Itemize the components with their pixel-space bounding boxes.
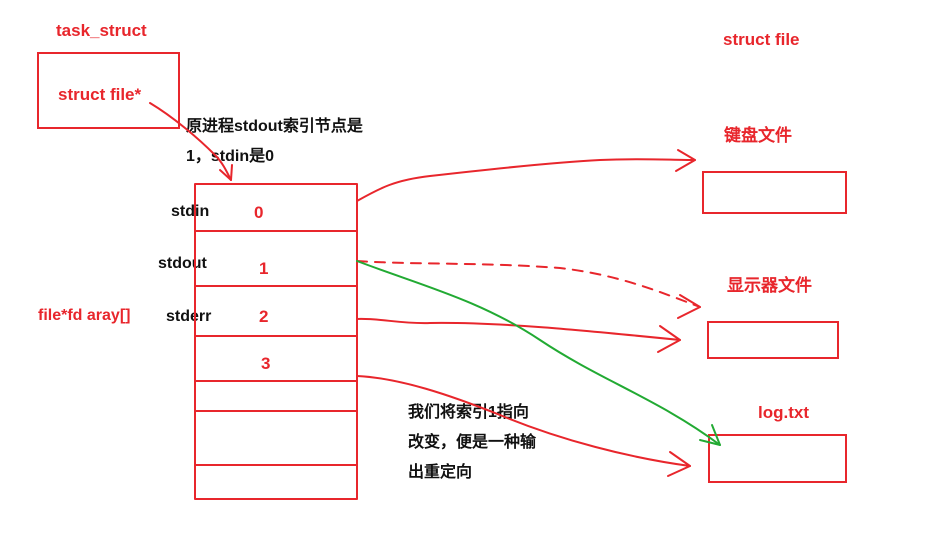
stderr-label: stderr <box>166 308 212 325</box>
log-file-label: log.txt <box>758 403 809 422</box>
fd-array-label: file*fd aray[] <box>38 307 131 324</box>
stdin-arrow <box>356 158 696 202</box>
fd-index-3: 3 <box>261 354 271 373</box>
original-index-note: 原进程stdout索引节点是 1，stdin是0 <box>186 112 363 172</box>
note-bottom-line-1: 我们将索引1指向 <box>408 404 529 421</box>
file-pointer-field: struct file* <box>58 85 142 104</box>
display-file-label: 显示器文件 <box>727 276 812 295</box>
stdout-redirect-arrow <box>356 260 721 446</box>
pointer-arrow <box>149 102 232 181</box>
stderr-arrow <box>356 317 681 341</box>
task-struct-title: task_struct <box>56 21 147 40</box>
struct-file-header: struct file <box>723 30 800 49</box>
stdin-arrowhead <box>675 149 696 172</box>
redirect-note: 我们将索引1指向 改变，便是一种输 出重定向 <box>408 398 536 488</box>
keyboard-file-label: 键盘文件 <box>724 126 792 145</box>
log-file-box <box>708 434 847 483</box>
fd-index-0: 0 <box>254 203 264 222</box>
keyboard-file-box <box>702 171 847 214</box>
note-bottom-line-2: 改变，便是一种输 <box>408 434 537 451</box>
stdin-label: stdin <box>171 203 210 220</box>
stdout-old-arrowhead <box>677 294 701 319</box>
task-struct-box <box>37 52 180 129</box>
note-bottom-line-3: 出重定向 <box>408 464 473 481</box>
index3-arrowhead <box>667 451 691 477</box>
index3-arrow <box>356 375 691 467</box>
stderr-arrowhead <box>657 325 681 353</box>
note-top-line-2: 1，stdin是0 <box>186 148 275 165</box>
stdout-redirect-arrowhead <box>699 424 721 446</box>
note-top-line-1: 原进程stdout索引节点是 <box>186 118 363 135</box>
fd-array-table <box>194 183 358 500</box>
stdout-old-arrow <box>356 260 701 308</box>
fd-index-2: 2 <box>259 307 269 326</box>
fd-index-1: 1 <box>259 259 269 278</box>
pointer-arrowhead <box>219 164 233 181</box>
display-file-box <box>707 321 839 359</box>
